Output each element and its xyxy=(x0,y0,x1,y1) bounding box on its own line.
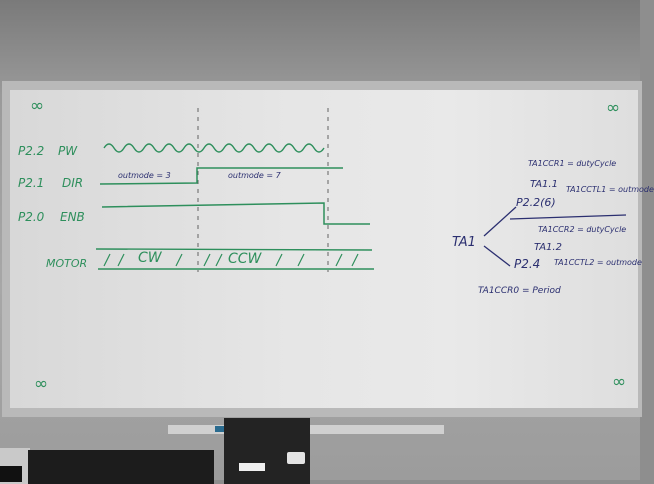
branch-line-bottom xyxy=(483,245,511,267)
ta1ccr1-line: TA1CCR1 = dutyCycle xyxy=(528,159,617,168)
corner-mark-top-left: ∞ xyxy=(30,96,45,116)
p22-pin-label: P2.2 xyxy=(18,144,45,158)
corner-mark-bottom-right: ∞ xyxy=(612,372,627,392)
p22-name-label: PW xyxy=(58,144,78,158)
dir-outmode-left-note: outmode = 3 xyxy=(118,171,171,180)
dir-waveform xyxy=(99,167,343,185)
corner-mark-bottom-left: ∞ xyxy=(34,374,49,394)
ta1cctl2-line: TA1CCTL2 = outmode xyxy=(554,258,642,267)
p21-pin-label: P2.1 xyxy=(18,176,45,190)
ta1-2-module-label: TA1.2 xyxy=(534,242,562,253)
p22-timer-pin-label: P2.2(6) xyxy=(516,196,556,209)
p20-pin-label: P2.0 xyxy=(18,210,45,224)
podium xyxy=(224,418,310,484)
p24-timer-pin-label: P2.4 xyxy=(514,257,541,271)
ta1-root-label: TA1 xyxy=(452,235,476,250)
monitor xyxy=(28,450,214,484)
paper-sheet xyxy=(239,463,265,471)
ta1cctl1-line: TA1CCTL1 = outmode xyxy=(566,185,654,194)
motor-hatching xyxy=(103,253,359,267)
phone xyxy=(287,452,305,464)
corner-mark-top-right: ∞ xyxy=(606,98,621,118)
whiteboard-drawings xyxy=(95,108,627,272)
branch-line-top xyxy=(483,206,517,237)
motor-label: MOTOR xyxy=(46,257,88,270)
motor-top-line xyxy=(95,248,373,251)
ta1-1-module-label: TA1.1 xyxy=(530,179,558,190)
pwm-waveform xyxy=(103,143,325,153)
ta1ccr0-period-line: TA1CCR0 = Period xyxy=(478,286,561,296)
p20-name-label: ENB xyxy=(60,210,85,224)
motor-cw-label: CW xyxy=(138,250,162,266)
p21-name-label: DIR xyxy=(62,176,84,190)
chair-seat xyxy=(0,466,22,482)
ta1ccr2-line: TA1CCR2 = dutyCycle xyxy=(538,225,627,234)
enb-waveform xyxy=(101,202,370,225)
separator-line xyxy=(509,214,627,220)
motor-ccw-label: CCW xyxy=(228,251,262,267)
dir-outmode-right-note: outmode = 7 xyxy=(228,171,281,180)
